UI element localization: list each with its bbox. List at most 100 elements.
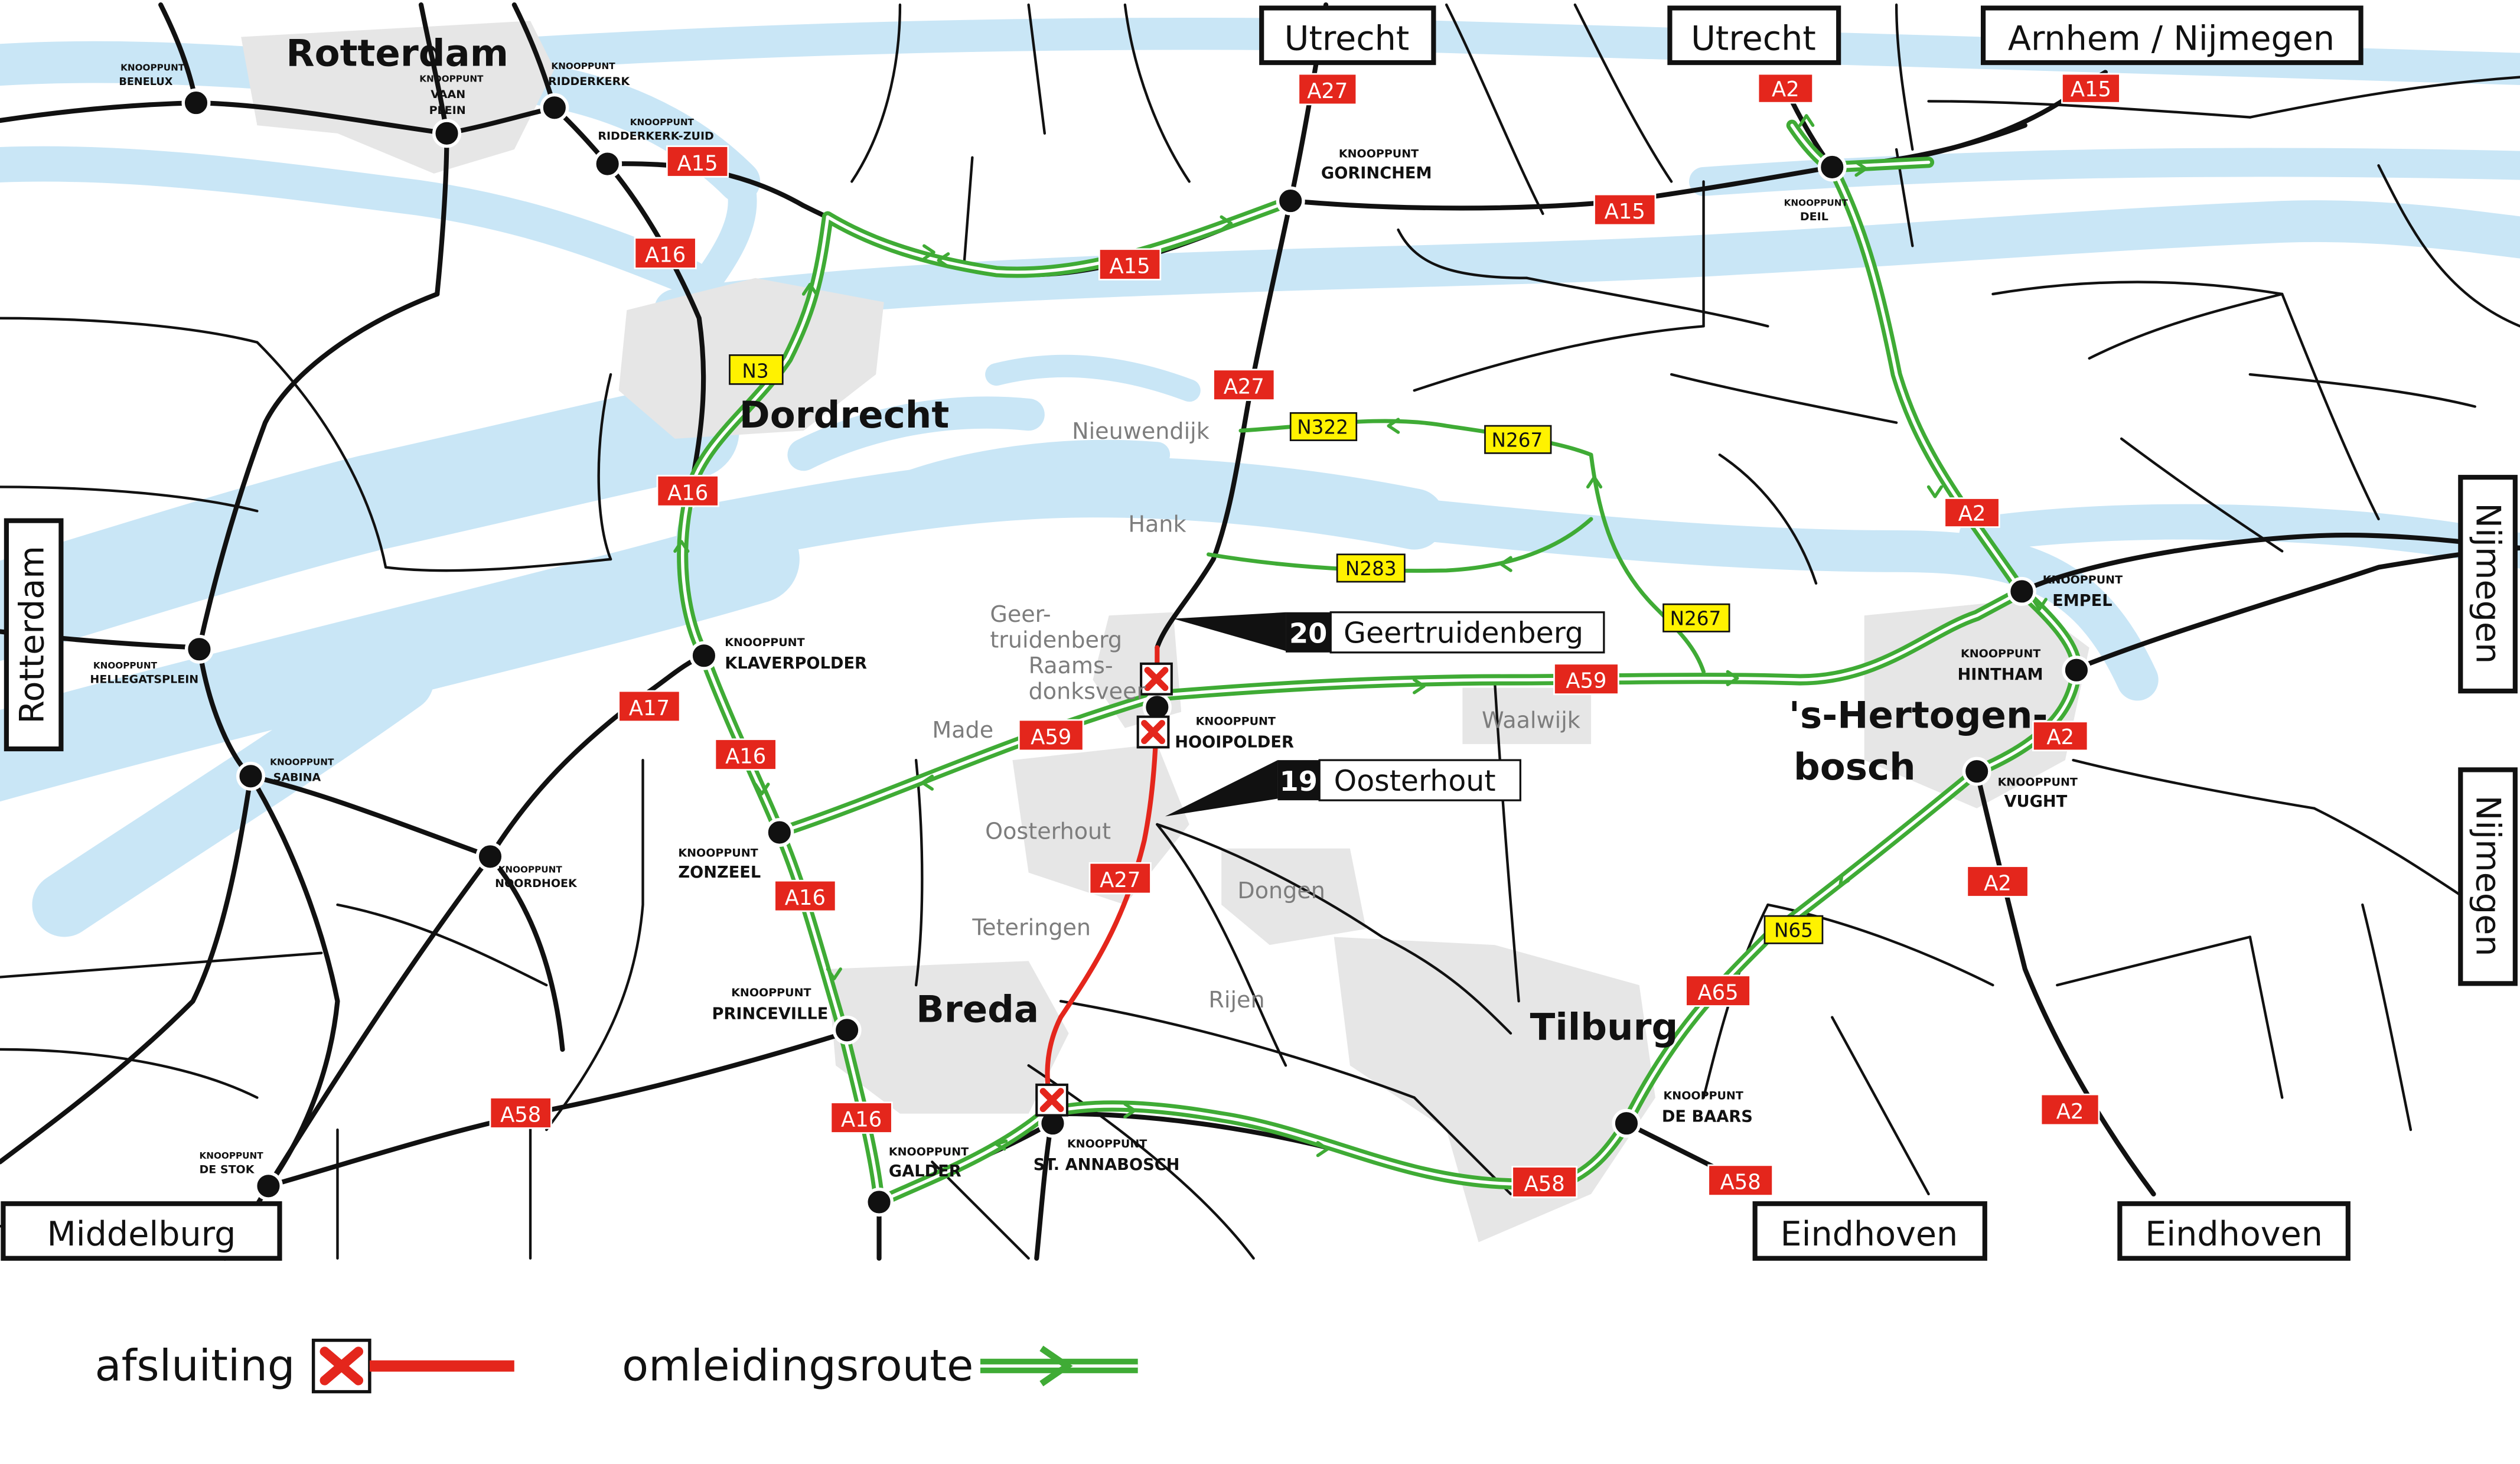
junction-hintham-dot[interactable]	[2062, 656, 2091, 685]
svg-text:A16: A16	[667, 481, 708, 505]
svg-text:KNOOPPUNT: KNOOPPUNT	[199, 1150, 263, 1161]
destination-eindhoven-a2[interactable]: Eindhoven	[2117, 1201, 2351, 1261]
junction-hooipolder-label: HOOIPOLDER	[1175, 733, 1294, 751]
svg-text:KNOOPPUNT: KNOOPPUNT	[120, 63, 185, 73]
junction-ridderkerk-label: RIDDERKERK	[548, 75, 630, 88]
junction-deil-label: DEIL	[1800, 210, 1828, 223]
junction-ridderkerk-dot[interactable]	[540, 93, 569, 122]
shield-a65: A65	[1685, 974, 1751, 1007]
junction-klaverpolder-label: KLAVERPOLDER	[725, 654, 867, 673]
junction-klaverpolder-dot[interactable]	[689, 641, 719, 670]
svg-text:KNOOPPUNT: KNOOPPUNT	[630, 117, 695, 128]
shield-a58-eindhoven: A58	[1707, 1164, 1774, 1196]
exit-19-sign[interactable]: 19 Oosterhout	[1165, 759, 1521, 817]
svg-text:A2: A2	[2056, 1100, 2084, 1124]
shield-a2-vught-south: A2	[1966, 865, 2029, 898]
shield-a16-galder: A16	[830, 1101, 893, 1134]
junction-deil-dot[interactable]	[1817, 152, 1847, 182]
a17-noordhoek	[487, 854, 565, 1052]
destination-rotterdam-west[interactable]: Rotterdam	[4, 518, 64, 752]
shield-a58-west: A58	[489, 1097, 552, 1129]
destination-utrecht-a2[interactable]: Utrecht	[1667, 5, 1841, 66]
haringvliet	[0, 382, 739, 661]
svg-text:A15: A15	[1109, 255, 1150, 279]
junction-ridderkerk-zuid-label: RIDDERKERK-ZUID	[598, 130, 714, 143]
svg-text:KNOOPPUNT: KNOOPPUNT	[1339, 148, 1419, 161]
exit-20-sign[interactable]: 20 Geertruidenberg	[1173, 611, 1605, 654]
junction-de-baars-dot[interactable]	[1612, 1108, 1641, 1138]
river-waal	[1689, 148, 2520, 196]
legend-detour-label: omleidingsroute	[622, 1341, 973, 1391]
junction-hellegatsplein-label: HELLEGATSPLEIN	[90, 673, 198, 686]
closure-marker-geertruidenberg[interactable]	[1140, 662, 1173, 696]
svg-text:A15: A15	[2071, 77, 2111, 102]
destination-middelburg[interactable]: Middelburg	[1, 1201, 282, 1261]
svg-text:KNOOPPUNT: KNOOPPUNT	[419, 74, 484, 84]
svg-text:N267: N267	[1492, 429, 1543, 451]
junction-vaanplein-dot[interactable]	[432, 119, 462, 148]
destination-utrecht-a27[interactable]: Utrecht	[1259, 5, 1436, 66]
junction-hellegatsplein-dot[interactable]	[184, 634, 214, 664]
svg-text:A65: A65	[1697, 981, 1738, 1005]
biesbosch-3	[985, 354, 1201, 402]
town-teteringen: Teteringen	[972, 915, 1091, 941]
junction-gorinchem-dot[interactable]	[1276, 186, 1305, 216]
junction-sabina-label: SABINA	[273, 771, 321, 784]
town-labels: Nieuwendijk Hank Geer- truidenberg Raams…	[932, 418, 1580, 1013]
svg-text:KNOOPPUNT: KNOOPPUNT	[725, 636, 804, 649]
shield-a15-gorinchem-east: A15	[1593, 193, 1657, 226]
junction-sabina-dot[interactable]	[236, 761, 266, 791]
junction-vaanplein-label-2: PLEIN	[429, 104, 466, 117]
svg-text:A15: A15	[1605, 200, 1645, 224]
a65-vught-baars	[1624, 769, 1980, 1126]
destination-nijmegen-lower[interactable]: Nijmegen	[2458, 767, 2518, 986]
shield-a27-top: A27	[1298, 73, 1358, 106]
junction-ridderkerk-zuid-dot[interactable]	[593, 149, 622, 179]
shield-a27-oosterhout: A27	[1088, 862, 1152, 895]
shield-n65: N65	[1763, 915, 1824, 944]
junction-de-stok-dot[interactable]	[253, 1171, 283, 1201]
junction-de-stok-label: DE STOK	[199, 1163, 255, 1176]
svg-text:KNOOPPUNT: KNOOPPUNT	[270, 757, 334, 767]
a58-breda	[266, 1031, 846, 1189]
junction-noordhoek-dot[interactable]	[475, 842, 505, 871]
urban-dongen	[1221, 848, 1367, 945]
a15-rotterdam	[0, 100, 557, 136]
city-hertogenbosch-1: 's-Hertogen-	[1789, 694, 2048, 737]
svg-text:A16: A16	[841, 1108, 882, 1132]
junction-benelux-dot[interactable]	[181, 88, 211, 118]
river-oude-maas	[0, 146, 709, 296]
shield-a16-dordrecht: A16	[656, 475, 719, 507]
destination-eindhoven-a58[interactable]: Eindhoven	[1752, 1201, 1987, 1261]
svg-text:A15: A15	[677, 151, 718, 175]
junction-vught-dot[interactable]	[1962, 757, 1991, 786]
svg-text:KNOOPPUNT: KNOOPPUNT	[1067, 1137, 1147, 1150]
junction-empel-dot[interactable]	[2007, 576, 2036, 606]
junction-vaanplein-label-1: VAAN	[431, 88, 465, 101]
city-hertogenbosch-2: bosch	[1794, 745, 1916, 788]
junction-hintham-label: HINTHAM	[1958, 666, 2043, 684]
svg-text:KNOOPPUNT: KNOOPPUNT	[1998, 776, 2078, 789]
closure-marker-hooipolder[interactable]	[1136, 715, 1170, 749]
junction-princeville-dot[interactable]	[832, 1015, 862, 1045]
shield-n322: N322	[1289, 412, 1358, 441]
destination-nijmegen-upper[interactable]: Nijmegen	[2458, 475, 2518, 694]
exit-signs: 20 Geertruidenberg 19 Oosterhout	[1165, 611, 1605, 817]
destination-arnhem-nijmegen[interactable]: Arnhem / Nijmegen	[1981, 5, 2363, 66]
urban-hertogenbosch	[1864, 599, 2089, 808]
closure-marker-st-annabosch[interactable]	[1035, 1083, 1068, 1117]
svg-text:Eindhoven: Eindhoven	[1780, 1215, 1958, 1254]
svg-text:N267: N267	[1670, 608, 1722, 630]
shield-n267-north: N267	[1484, 425, 1552, 454]
shield-a2-top: A2	[1757, 73, 1814, 104]
junction-galder-dot[interactable]	[865, 1187, 894, 1217]
shield-n283: N283	[1336, 553, 1406, 583]
svg-text:A27: A27	[1100, 868, 1140, 892]
a2-vught-south	[1974, 769, 2156, 1196]
svg-text:Utrecht: Utrecht	[1691, 19, 1816, 58]
svg-text:A27: A27	[1224, 375, 1264, 399]
junction-zonzeel-dot[interactable]	[765, 818, 794, 847]
city-dordrecht: Dordrecht	[739, 393, 949, 436]
svg-text:A59: A59	[1566, 669, 1606, 693]
